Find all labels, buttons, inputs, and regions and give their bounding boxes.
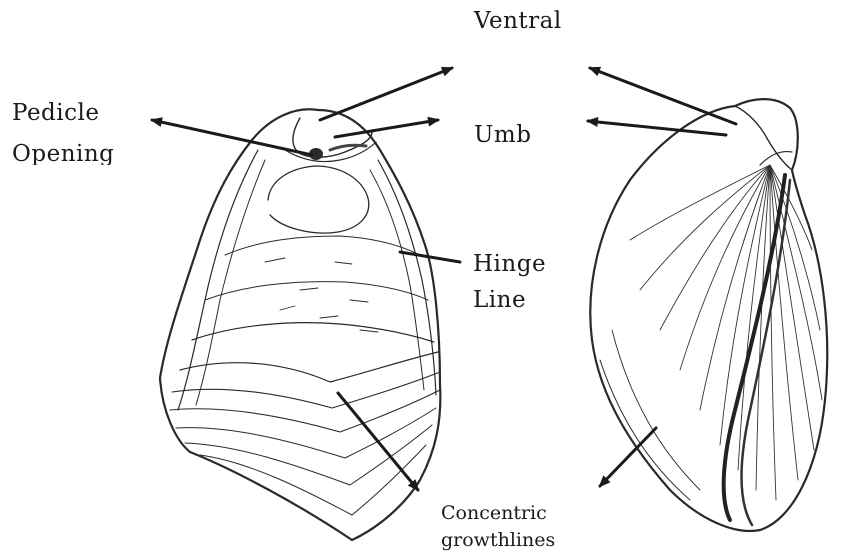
right-shell	[590, 99, 827, 531]
arrow-concentric-right	[600, 428, 656, 486]
label-growthlines: growthlines	[441, 531, 555, 557]
arrow-umb-right	[588, 121, 726, 135]
arrow-umb-left	[335, 120, 438, 137]
left-shell-outline	[160, 109, 440, 540]
label-opening: Opening	[12, 143, 114, 165]
arrow-ventral-left	[320, 68, 452, 120]
annotation-arrows	[152, 68, 736, 490]
label-ventral: Ventral	[474, 10, 562, 33]
arrow-ventral-right	[590, 68, 736, 124]
label-line: Line	[473, 289, 526, 312]
right-shell-outline	[590, 99, 827, 531]
label-pedicle: Pedicle	[12, 102, 99, 125]
label-umb: Umb	[474, 124, 531, 147]
label-concentric: Concentric	[441, 504, 547, 523]
label-hinge: Hinge	[473, 253, 546, 276]
arrow-pedicle	[152, 120, 312, 155]
arrow-concentric-left	[338, 393, 418, 490]
left-shell	[160, 109, 440, 540]
